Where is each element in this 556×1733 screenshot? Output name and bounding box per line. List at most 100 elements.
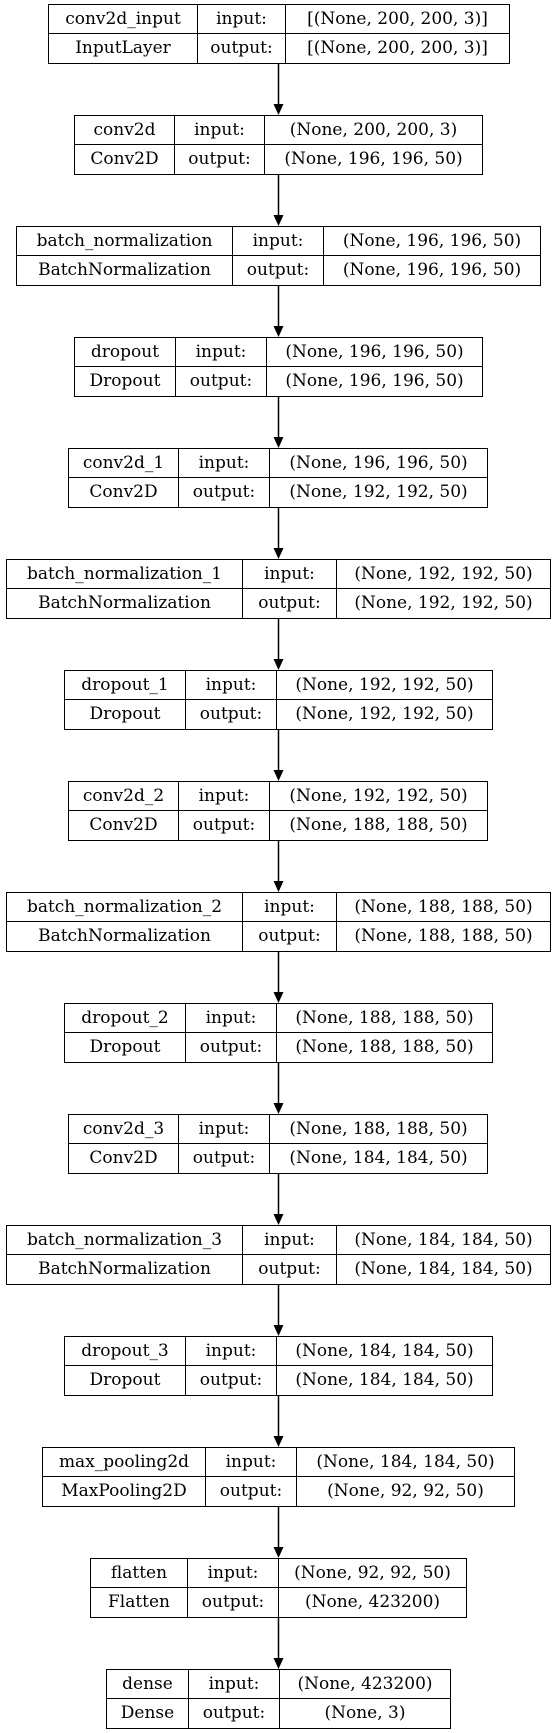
output-label: output: <box>233 256 324 285</box>
arrowhead-icon <box>273 1103 284 1114</box>
layer-name: dropout_2 <box>65 1004 186 1033</box>
layer-type: Dense <box>107 1699 189 1728</box>
input-shape: (None, 192, 192, 50) <box>337 560 550 589</box>
output-label: output: <box>186 1366 277 1395</box>
layer-type: BatchNormalization <box>7 922 243 951</box>
layer-type: Conv2D <box>69 1144 179 1173</box>
input-shape: (None, 196, 196, 50) <box>267 338 482 367</box>
input-shape: (None, 192, 192, 50) <box>277 671 492 700</box>
output-label: output: <box>243 922 337 951</box>
output-label: output: <box>179 1144 270 1173</box>
input-label: input: <box>179 782 270 811</box>
layer-type: Dropout <box>65 1366 186 1395</box>
input-label: input: <box>179 449 270 478</box>
input-label: input: <box>189 1670 280 1699</box>
layer-type: BatchNormalization <box>7 589 243 618</box>
arrowhead-icon <box>273 992 284 1003</box>
layer-type: Conv2D <box>69 811 179 840</box>
input-shape: (None, 188, 188, 50) <box>270 1115 487 1144</box>
input-label: input: <box>186 671 277 700</box>
input-label: input: <box>243 893 337 922</box>
input-label: input: <box>243 560 337 589</box>
arrowhead-icon <box>273 1547 284 1558</box>
layer-name: batch_normalization_1 <box>7 560 243 589</box>
layer-type: Dropout <box>65 700 186 729</box>
output-shape: (None, 196, 196, 50) <box>342 260 522 280</box>
layer-name: batch_normalization <box>17 227 233 256</box>
input-shape: (None, 196, 196, 50) <box>270 449 487 478</box>
output-label: output: <box>179 478 270 507</box>
layer-type: Flatten <box>91 1588 188 1617</box>
layer-name: conv2d_2 <box>69 782 179 811</box>
output-label: output: <box>186 700 277 729</box>
input-label: input: <box>186 1004 277 1033</box>
arrowhead-icon <box>273 326 284 337</box>
input-shape: (None, 196, 196, 50) <box>324 227 540 256</box>
input-shape: (None, 188, 188, 50) <box>277 1004 492 1033</box>
arrowhead-icon <box>273 1658 284 1669</box>
input-label: input: <box>243 1226 337 1255</box>
input-label: input: <box>206 1448 297 1477</box>
arrowhead-icon <box>273 215 284 226</box>
input-label: input: <box>233 227 324 256</box>
output-shape: (None, 192, 192, 50) <box>354 593 533 613</box>
layer-name: conv2d_3 <box>69 1115 179 1144</box>
arrowhead-icon <box>273 1436 284 1447</box>
layer-type: Conv2D <box>69 478 179 507</box>
layer-type: MaxPooling2D <box>43 1477 206 1506</box>
output-shape: (None, 188, 188, 50) <box>295 1037 474 1057</box>
input-shape: (None, 192, 192, 50) <box>270 782 487 811</box>
layer-name: conv2d_1 <box>69 449 179 478</box>
input-shape: (None, 200, 200, 3) <box>265 116 482 145</box>
arrowhead-icon <box>273 659 284 670</box>
output-shape: (None, 188, 188, 50) <box>354 926 533 946</box>
output-label: output: <box>179 811 270 840</box>
output-shape: (None, 196, 196, 50) <box>285 371 464 391</box>
output-shape: [(None, 200, 200, 3)] <box>307 38 488 58</box>
output-shape: (None, 184, 184, 50) <box>295 1370 474 1390</box>
arrowhead-icon <box>273 881 284 892</box>
layer-type: Dropout <box>65 1033 186 1062</box>
arrowhead-icon <box>273 770 284 781</box>
output-shape: (None, 423200) <box>304 1592 441 1612</box>
layer-name: batch_normalization_3 <box>7 1226 243 1255</box>
layer-name: dropout_1 <box>65 671 186 700</box>
layer-type: InputLayer <box>49 34 198 63</box>
layer-name: dropout <box>75 338 176 367</box>
layer-name: conv2d <box>75 116 175 145</box>
layer-type: BatchNormalization <box>7 1255 243 1284</box>
arrowhead-icon <box>273 548 284 559</box>
output-label: output: <box>243 1255 337 1284</box>
output-label: output: <box>186 1033 277 1062</box>
input-shape: [(None, 200, 200, 3)] <box>286 5 509 34</box>
output-shape: (None, 192, 192, 50) <box>295 704 474 724</box>
output-shape: (None, 184, 184, 50) <box>289 1148 468 1168</box>
layer-type: Dropout <box>75 367 176 396</box>
arrowhead-icon <box>273 104 284 115</box>
input-shape: (None, 184, 184, 50) <box>277 1337 492 1366</box>
input-label: input: <box>198 5 286 34</box>
output-shape: (None, 3) <box>324 1703 406 1723</box>
output-shape: (None, 92, 92, 50) <box>327 1481 484 1501</box>
output-label: output: <box>206 1477 297 1506</box>
layer-name: conv2d_input <box>49 5 198 34</box>
layer-type: BatchNormalization <box>17 256 233 285</box>
input-shape: (None, 184, 184, 50) <box>297 1448 514 1477</box>
output-label: output: <box>176 367 267 396</box>
output-label: output: <box>189 1699 280 1728</box>
layer-name: max_pooling2d <box>43 1448 206 1477</box>
